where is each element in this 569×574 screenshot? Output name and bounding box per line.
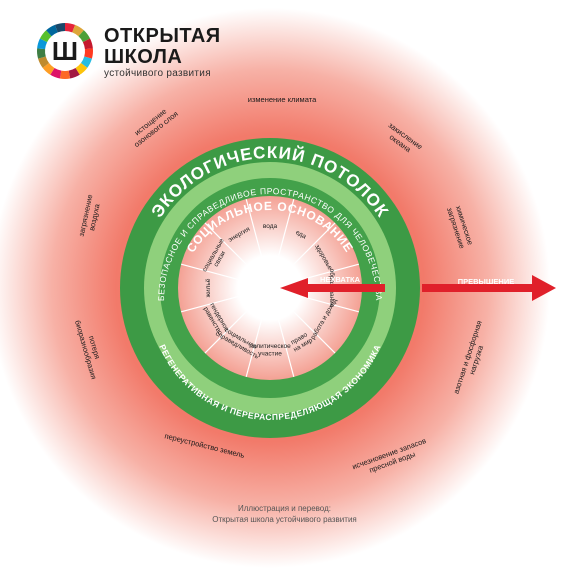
sector-label-food: еда: [294, 229, 307, 241]
logo-ring-segment: [37, 48, 46, 59]
logo-ring-segment: [37, 38, 48, 50]
logo-ring-segment: [82, 38, 93, 50]
sector-divider: [291, 263, 360, 283]
credit-line-2: Открытая школа устойчивого развития: [212, 515, 357, 524]
logo-ring-segment: [72, 24, 84, 37]
logo-title: ОТКРЫТАЯ ШКОЛА: [104, 25, 221, 68]
logo-ring-segment: [65, 23, 76, 33]
overshoot-label-climate: изменение климата: [248, 95, 317, 104]
sector-label-water: вода: [263, 223, 278, 230]
sector-divider: [180, 293, 249, 313]
sector-divider: [204, 222, 255, 273]
logo-ring-segment: [38, 56, 50, 68]
shortfall-label: НЕХВАТКА: [320, 275, 361, 284]
sector-dividers: [180, 198, 360, 378]
sector-divider: [291, 293, 360, 313]
sector-divider: [285, 222, 336, 273]
overshoot-label: ПРЕВЫШЕНИЕ: [458, 277, 515, 286]
logo-ring-segment: [54, 23, 65, 33]
logo-ring-segment: [68, 68, 80, 79]
logo-ring-segment: [84, 48, 93, 59]
svg-text:Ш: Ш: [52, 36, 78, 66]
sector-divider: [245, 309, 265, 378]
logo: Ш ОТКРЫТАЯ ШКОЛА устойчивого развития: [36, 22, 236, 84]
overshoot-arrow: ПРЕВЫШЕНИЕ: [422, 275, 556, 301]
sector-divider: [285, 303, 336, 354]
shortfall-arrow: НЕХВАТКА: [280, 275, 385, 298]
sector-divider: [275, 198, 295, 267]
logo-ring-segment: [46, 24, 58, 37]
logo-mark-icon: Ш: [37, 23, 93, 79]
logo-ring-segment: [78, 30, 91, 43]
sector-divider: [204, 303, 255, 354]
sector-divider: [180, 263, 249, 283]
logo-subtitle: устойчивого развития: [104, 68, 211, 79]
sector-divider: [275, 309, 295, 378]
sector-label-housing: жильё: [205, 278, 212, 297]
sector-divider: [245, 198, 265, 267]
logo-ring-segment: [39, 30, 52, 43]
logo-ring-segment: [50, 68, 62, 79]
credit-line-1: Иллюстрация и перевод:: [238, 504, 331, 513]
logo-ring-segment: [42, 63, 55, 75]
logo-ring-segment: [75, 63, 88, 75]
logo-ring-segment: [59, 70, 71, 79]
logo-ring-segment: [80, 56, 92, 68]
